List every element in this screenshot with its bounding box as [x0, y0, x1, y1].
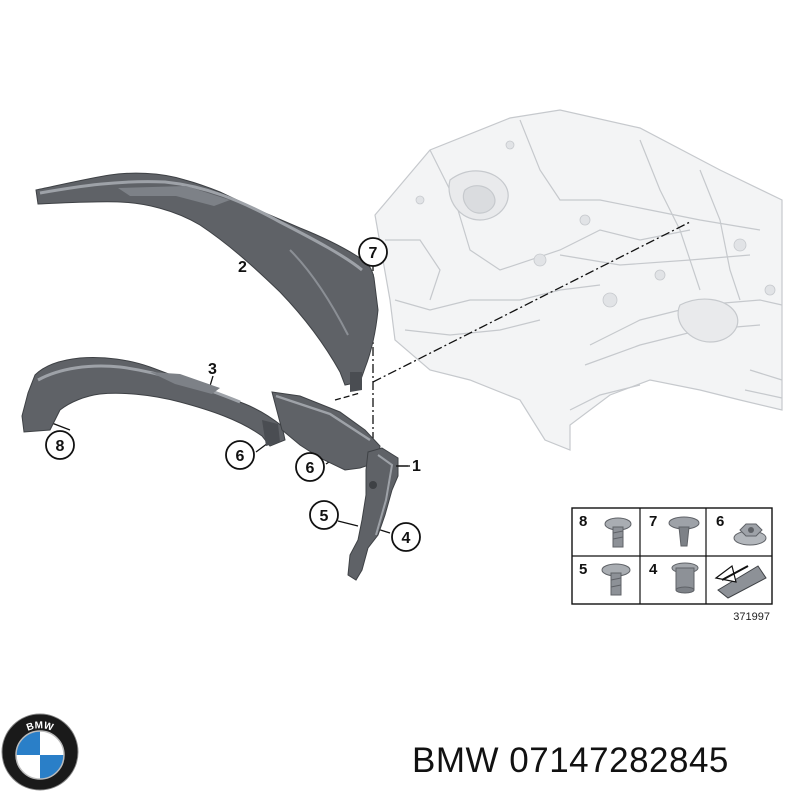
callout-1: 1 — [412, 458, 421, 475]
callout-3: 3 — [208, 361, 217, 378]
plastic-nut-icon — [671, 562, 699, 594]
callout-6: 6 — [236, 448, 245, 465]
fastener-legend: 8 7 6 5 4 — [571, 507, 773, 623]
legend-label-5: 5 — [579, 561, 587, 578]
chassis-frame-illustration — [374, 109, 783, 451]
bmw-logo-text: BMW — [25, 720, 55, 734]
bmw-logo: BMW — [1, 713, 79, 791]
catalog-code: 371997 — [733, 611, 770, 623]
callout-6a-circle: 6 — [225, 440, 255, 470]
callout-8-circle: 8 — [45, 430, 75, 460]
callout-4-circle: 4 — [391, 522, 421, 552]
part-number: 07147282845 — [509, 741, 729, 780]
direction-arrow-icon — [714, 564, 767, 599]
callout-8: 8 — [56, 438, 65, 455]
hex-nut-icon — [733, 523, 767, 546]
legend-label-8: 8 — [579, 513, 587, 530]
chassis-holes — [415, 140, 776, 308]
part-6-bracket — [271, 391, 381, 471]
callout-7-circle: 7 — [358, 237, 388, 267]
callout-6: 6 — [306, 460, 315, 477]
callout-5-circle: 5 — [309, 500, 339, 530]
callout-5: 5 — [320, 508, 329, 525]
flange-screw-icon — [601, 563, 631, 596]
part-caption: BMW 07147282845 — [412, 736, 792, 786]
callout-4: 4 — [402, 530, 411, 547]
callout-6b-circle: 6 — [295, 452, 325, 482]
brand-name: BMW — [412, 741, 500, 780]
legend-label-4: 4 — [649, 561, 658, 578]
bolt-icon — [604, 517, 632, 548]
expanding-rivet-icon — [668, 516, 700, 547]
part-3-lower-wheel-arch-panel — [21, 357, 286, 447]
legend-label-6: 6 — [716, 513, 724, 530]
part-2-upper-wheel-arch-panel — [35, 172, 379, 392]
callout-7: 7 — [369, 245, 378, 262]
part-1-vertical-bracket — [347, 447, 399, 581]
legend-label-7: 7 — [649, 513, 657, 530]
callout-2: 2 — [238, 259, 247, 276]
